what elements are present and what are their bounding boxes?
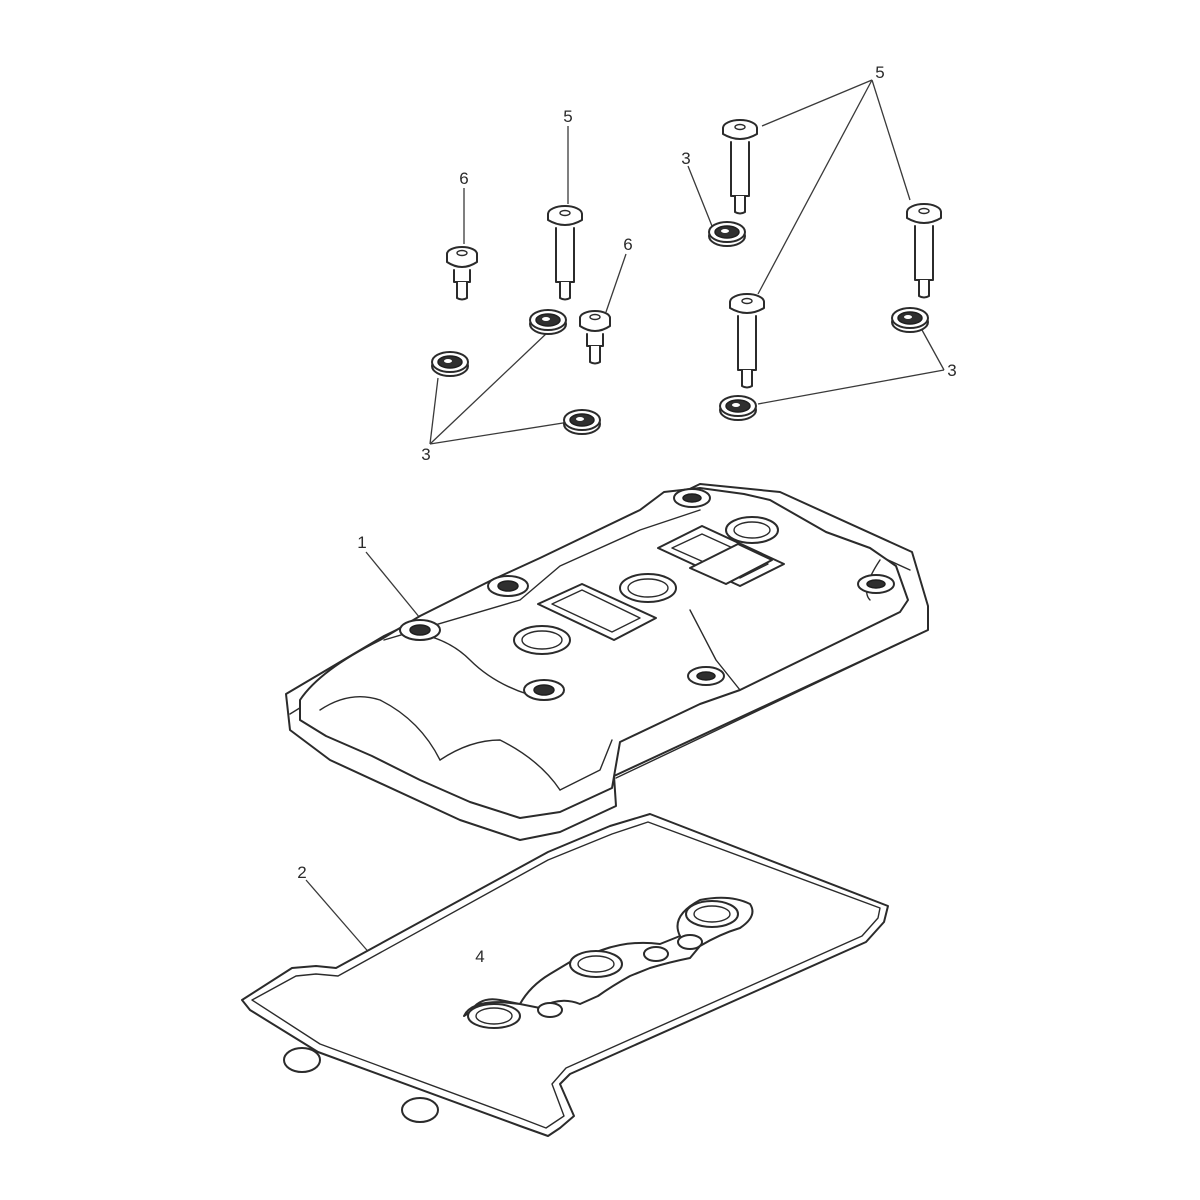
bolt-5-lower-right bbox=[729, 293, 765, 389]
leader-lines bbox=[305, 79, 945, 1001]
grommet-f bbox=[719, 395, 757, 421]
plug-well-gasket bbox=[463, 896, 754, 1029]
callout-6-right: 6 bbox=[623, 235, 632, 254]
callout-2: 2 bbox=[297, 863, 306, 882]
callout-5-right: 5 bbox=[875, 63, 884, 82]
callout-5-center: 5 bbox=[563, 107, 572, 126]
callout-3-left: 3 bbox=[421, 445, 430, 464]
callout-labels: 1 2 3 3 3 4 5 5 6 6 bbox=[297, 63, 956, 966]
grommet-b bbox=[529, 309, 567, 335]
callout-6-left: 6 bbox=[459, 169, 468, 188]
bolt-5-far-right bbox=[906, 203, 942, 299]
grommet-d bbox=[563, 409, 601, 435]
callout-1: 1 bbox=[357, 533, 366, 552]
callout-3-right: 3 bbox=[947, 361, 956, 380]
callout-3-top: 3 bbox=[681, 149, 690, 168]
bolt-5-top-right bbox=[722, 119, 758, 215]
grommet-a bbox=[708, 221, 746, 247]
bolt-5-center bbox=[547, 205, 583, 301]
bolt-6-left bbox=[446, 246, 478, 301]
rocker-cover bbox=[285, 483, 929, 841]
grommet-c bbox=[431, 351, 469, 377]
grommet-e bbox=[891, 307, 929, 333]
bolt-6-right bbox=[579, 310, 611, 365]
callout-4: 4 bbox=[475, 947, 484, 966]
